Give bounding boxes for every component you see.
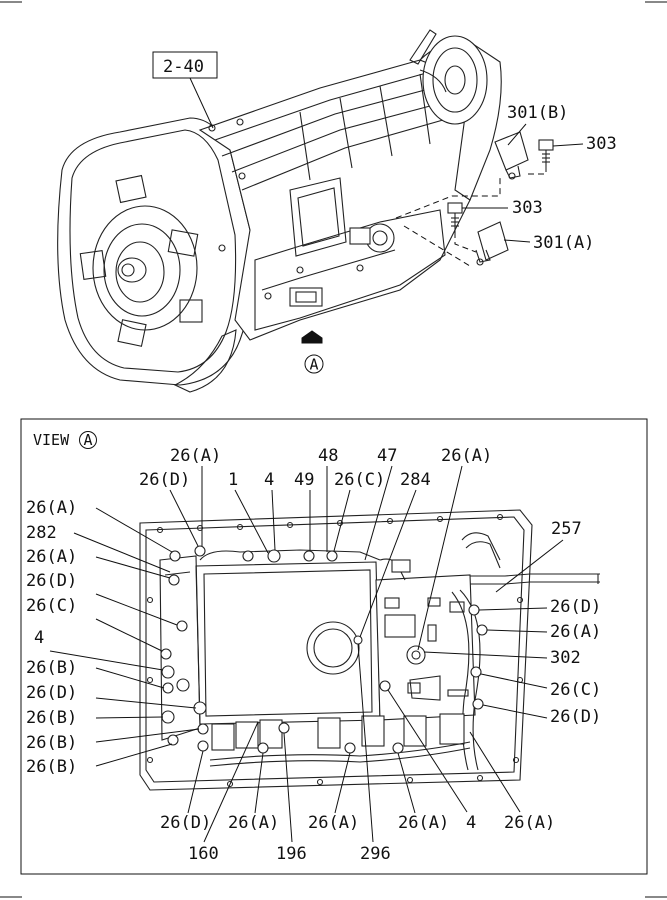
callout-label: 26(D) [550,707,601,727]
callout-label: 26(B) [26,757,77,777]
callout-label: 48 [318,446,338,466]
callout-label: 26(B) [26,733,77,753]
callout-label: 26(B) [26,658,77,678]
leader-line [507,123,527,146]
valve-body-illustration [139,509,600,791]
bolt-upper-part [538,139,554,166]
callout-label: 257 [551,519,582,539]
leader-line [503,239,531,243]
leader-line [189,77,214,129]
view-marker-circle [304,354,324,374]
view-panel-frame [20,418,648,875]
connector-b-label: 301(B) [507,103,568,123]
callout-label: 47 [377,446,397,466]
view-title-marker-circle [79,431,97,449]
callout-label: 4 [34,628,44,648]
dashed-guide [528,166,547,175]
view-title: VIEW [33,431,70,449]
callouts: 26(A) 26(D) 1 4 49 48 26(C) 47 284 26(A)… [26,446,601,864]
connector-a-label: 301(A) [533,233,594,253]
callout-label: 26(D) [26,683,77,703]
dashed-guide [454,232,477,253]
callout-label: 26(A) [170,446,221,466]
callout-label: 26(A) [398,813,449,833]
view-bolts [160,545,488,754]
bolt-upper-label: 303 [586,134,617,154]
view-marker-label: A [309,356,318,374]
callout-label: 302 [550,648,581,668]
reference-box [152,51,218,79]
leader-line [552,143,584,147]
callout-label: 26(B) [26,708,77,728]
callout-label: 284 [400,470,431,490]
callout-label: 160 [188,844,219,864]
dashed-guide [403,225,471,267]
callout-label: 26(D) [26,571,77,591]
callout-label: 26(D) [550,597,601,617]
ref-box-label: 2-40 [163,57,204,77]
callout-label: 196 [276,844,307,864]
callout-label: 26(A) [26,498,77,518]
connector-b-part [494,131,529,180]
callout-label: 26(C) [26,596,77,616]
callout-label: 282 [26,523,57,543]
bolt-lower-label: 303 [512,198,543,218]
callout-label: 1 [228,470,238,490]
connector-a-part [475,221,509,266]
callout-label: 26(A) [26,547,77,567]
callout-label: 4 [264,470,274,490]
callout-label: 26(D) [160,813,211,833]
callout-label: 26(C) [550,680,601,700]
callout-label: 26(A) [504,813,555,833]
transmission-illustration [57,29,502,393]
dashed-guide [395,178,501,219]
callout-label: 4 [466,813,476,833]
view-title-marker: A [83,431,92,449]
callout-label: 49 [294,470,314,490]
callout-label: 26(A) [550,622,601,642]
solenoid-row [211,713,465,751]
callout-label: 26(C) [334,470,385,490]
callout-label: 26(D) [139,470,190,490]
gasket-bolts [146,513,524,788]
view-arrow-icon [301,330,323,344]
callout-label: 26(A) [228,813,279,833]
callout-label: 26(A) [441,446,492,466]
callout-label: 296 [360,844,391,864]
callout-label: 26(A) [308,813,359,833]
